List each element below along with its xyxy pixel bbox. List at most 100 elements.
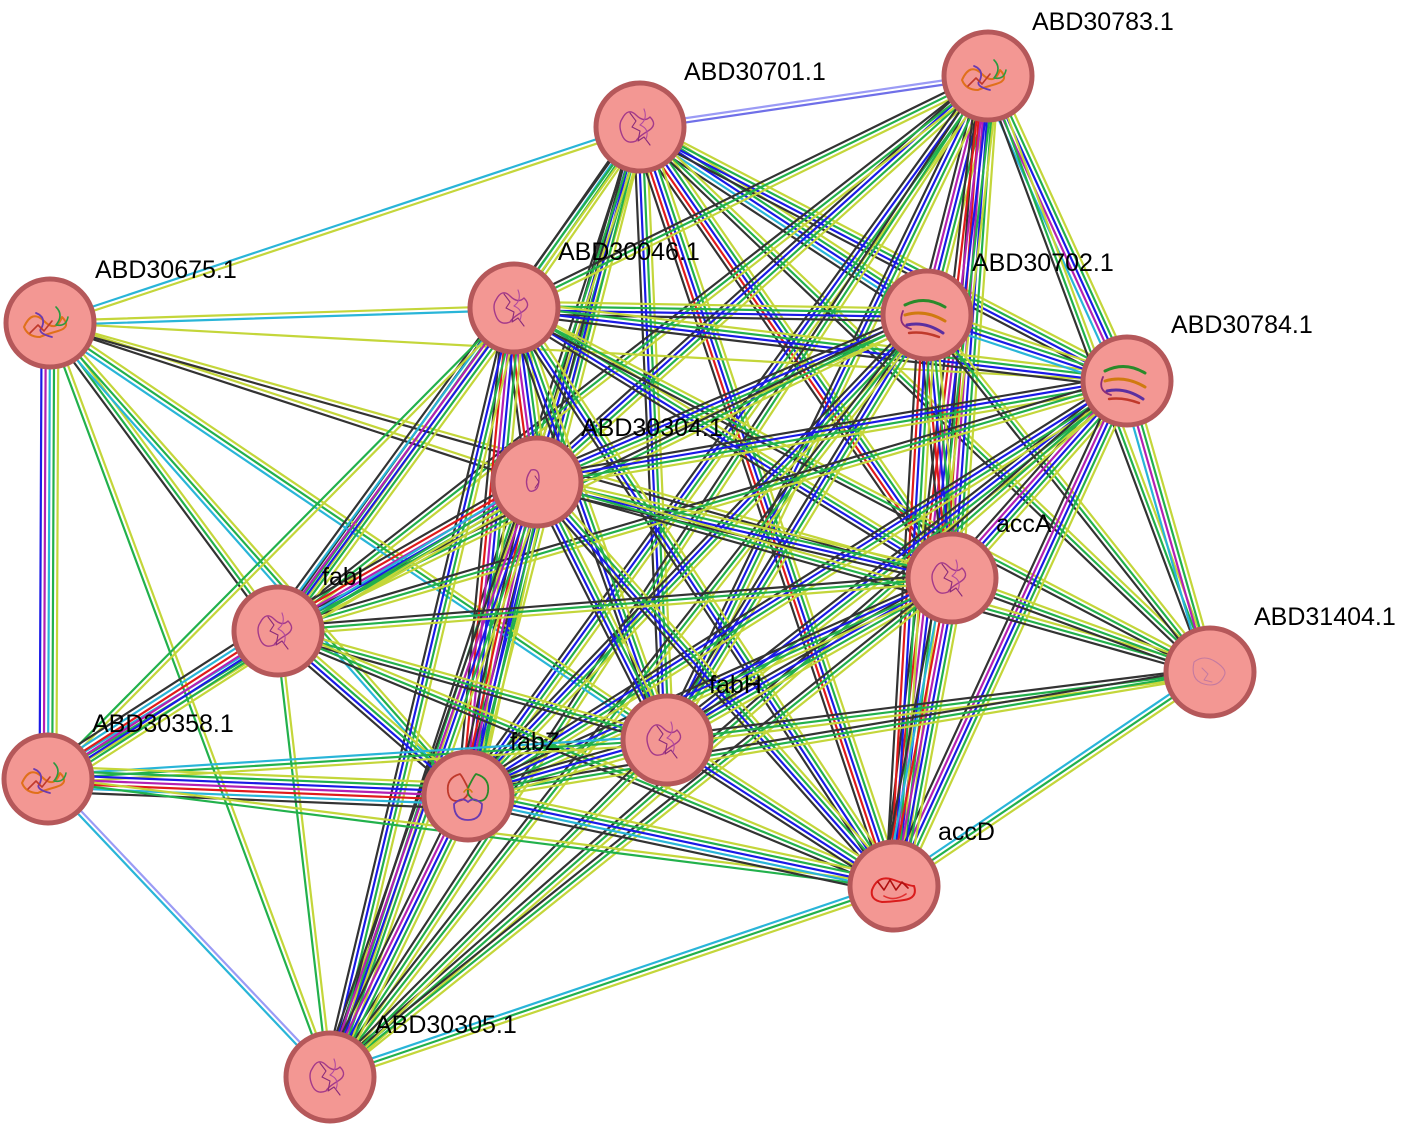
edge-evidence-strand xyxy=(511,71,988,306)
edge-evidence-strand xyxy=(896,577,958,888)
node-ABD30358.1[interactable] xyxy=(1,732,95,826)
edge-ABD31404.1-fabZ[interactable] xyxy=(466,666,1212,802)
edge-ABD30675.1-fabZ[interactable] xyxy=(45,319,473,800)
edge-ABD30784.1-accD[interactable] xyxy=(885,376,1136,891)
edge-fabZ-ABD30305.1[interactable] xyxy=(321,791,477,1082)
node-fabH[interactable] xyxy=(620,693,714,787)
edge-ABD30046.1-ABD30702.1[interactable] xyxy=(512,300,929,323)
node-ABD30304.1[interactable] xyxy=(490,435,584,529)
edge-evidence-strand xyxy=(889,378,1125,886)
node-ABD31404.1[interactable] xyxy=(1163,625,1257,719)
edge-accA-fabI[interactable] xyxy=(276,572,954,637)
edge-evidence-strand xyxy=(885,376,1121,884)
edge-evidence-strand xyxy=(512,306,1212,674)
edge-evidence-strand xyxy=(890,667,1209,884)
edge-accA-accD[interactable] xyxy=(880,574,966,890)
node-ABD30305.1[interactable] xyxy=(283,1030,377,1124)
edge-evidence-strand xyxy=(47,773,470,793)
edge-evidence-strand xyxy=(512,74,990,310)
node-ABD30675.1[interactable] xyxy=(3,276,97,370)
edge-ABD30701.1-ABD30675.1[interactable] xyxy=(48,123,642,327)
node-circle[interactable] xyxy=(283,1030,377,1124)
node-circle[interactable] xyxy=(1163,625,1257,719)
edge-ABD30046.1-ABD30358.1[interactable] xyxy=(45,305,517,782)
node-circle[interactable] xyxy=(593,80,687,174)
node-ABD30784.1[interactable] xyxy=(1080,334,1174,428)
edge-evidence-strand xyxy=(892,576,954,888)
edge-evidence-strand xyxy=(326,306,514,1078)
edge-evidence-strand xyxy=(325,792,466,1077)
edge-ABD30675.1-ABD30358.1[interactable] xyxy=(38,321,60,781)
edge-evidence-strand xyxy=(464,571,951,792)
edge-evidence-strand xyxy=(466,798,895,892)
node-circle[interactable] xyxy=(231,584,325,678)
node-label: ABD30305.1 xyxy=(375,1011,517,1039)
node-accD[interactable] xyxy=(847,839,941,933)
node-ABD30701.1[interactable] xyxy=(593,80,687,174)
protein-structure-icon xyxy=(21,762,67,794)
edge-ABD30701.1-accD[interactable] xyxy=(630,123,904,890)
edge-ABD30783.1-ABD30305.1[interactable] xyxy=(325,72,993,1081)
edge-evidence-strand xyxy=(663,73,988,741)
edge-evidence-strand xyxy=(634,132,924,324)
node-ABD30702.1[interactable] xyxy=(880,268,974,362)
edge-evidence-strand xyxy=(537,474,955,574)
edge-ABD30784.1-ABD30304.1[interactable] xyxy=(534,373,1130,490)
edge-evidence-strand xyxy=(535,480,1212,674)
edge-evidence-strand xyxy=(466,666,1211,794)
edge-ABD30784.1-fabI[interactable] xyxy=(275,375,1130,637)
edge-evidence-strand xyxy=(336,798,477,1082)
edge-ABD30675.1-ABD30305.1[interactable] xyxy=(46,321,334,1079)
edge-ABD30783.1-ABD30046.1[interactable] xyxy=(511,71,991,313)
protein-structure-icon xyxy=(257,612,293,650)
node-circle[interactable] xyxy=(620,693,714,787)
edge-evidence-strand xyxy=(276,576,954,633)
edge-fabH-ABD30305.1[interactable] xyxy=(325,735,672,1082)
edge-evidence-strand xyxy=(536,382,1129,486)
labels-layer: ABD30783.1ABD30701.1ABD30675.1ABD30046.1… xyxy=(92,8,1396,1039)
edge-accD-ABD30305.1[interactable] xyxy=(327,880,897,1083)
edge-evidence-strand xyxy=(668,582,957,747)
edge-ABD30675.1-fabI[interactable] xyxy=(45,319,283,635)
node-fabI[interactable] xyxy=(231,584,325,678)
edge-evidence-strand xyxy=(533,308,926,478)
node-circle[interactable] xyxy=(905,531,999,625)
edge-ABD31404.1-accD[interactable] xyxy=(890,667,1214,891)
node-ABD30046.1[interactable] xyxy=(467,261,561,355)
edge-fabH-ABD30358.1[interactable] xyxy=(46,734,669,785)
edge-evidence-strand xyxy=(278,308,517,634)
edge-evidence-strand xyxy=(536,478,954,578)
edge-ABD30046.1-ABD31404.1[interactable] xyxy=(510,303,1214,677)
edge-evidence-strand xyxy=(637,127,1128,384)
edge-ABD30701.1-ABD30783.1[interactable] xyxy=(638,72,990,131)
node-accA[interactable] xyxy=(905,531,999,625)
edge-evidence-strand xyxy=(285,313,524,639)
node-circle[interactable] xyxy=(421,749,515,843)
protein-structure-icon xyxy=(900,299,947,339)
edge-evidence-strand xyxy=(636,125,667,742)
edge-ABD30675.1-ABD30046.1[interactable] xyxy=(48,304,516,327)
protein-structure-icon xyxy=(870,877,916,903)
edge-evidence-strand xyxy=(466,670,1212,798)
edge-ABD30701.1-ABD30784.1[interactable] xyxy=(635,120,1132,388)
node-fabZ[interactable] xyxy=(421,749,515,843)
edge-fabI-ABD30305.1[interactable] xyxy=(274,629,334,1079)
edge-evidence-strand xyxy=(901,578,962,889)
edge-evidence-strand xyxy=(1131,378,1218,672)
edge-ABD30784.1-ABD31404.1[interactable] xyxy=(1119,378,1218,675)
edge-evidence-strand xyxy=(473,482,545,799)
node-circle[interactable] xyxy=(490,435,584,529)
edge-ABD30046.1-ABD30784.1[interactable] xyxy=(512,300,1129,389)
edge-ABD30358.1-ABD30305.1[interactable] xyxy=(45,776,333,1080)
node-label: accA xyxy=(996,510,1052,538)
node-circle[interactable] xyxy=(467,261,561,355)
edge-fabZ-accD[interactable] xyxy=(465,786,897,896)
edge-evidence-strand xyxy=(925,313,1212,674)
edge-fabI-accD[interactable] xyxy=(275,625,897,892)
edge-evidence-strand xyxy=(463,374,1125,792)
edge-evidence-strand xyxy=(275,633,894,892)
edge-ABD30046.1-fabI[interactable] xyxy=(268,300,524,639)
node-ABD30783.1[interactable] xyxy=(941,29,1035,123)
edge-evidence-strand xyxy=(536,386,1130,490)
edge-evidence-strand xyxy=(332,796,473,1081)
